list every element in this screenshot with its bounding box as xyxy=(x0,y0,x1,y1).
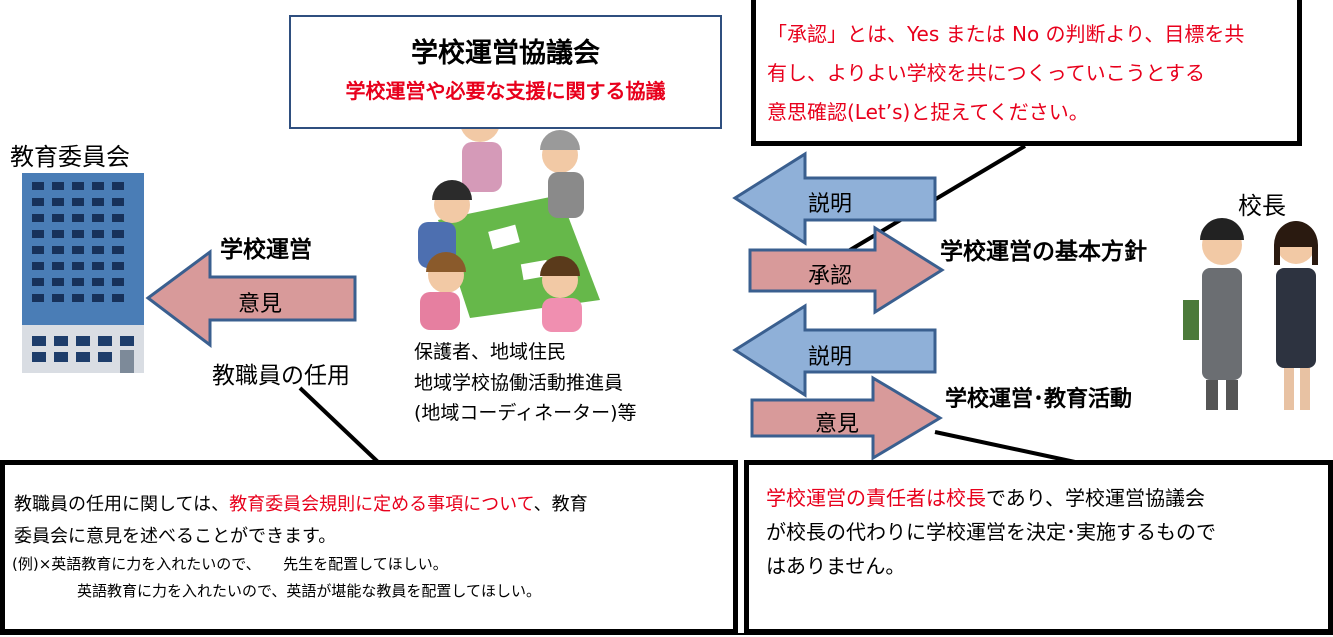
members-line3: (地域コーディネーター)等 xyxy=(414,402,637,424)
responsibility-note-line1-b: であり、学校運営協議会 xyxy=(986,486,1205,510)
building-icon xyxy=(22,173,144,373)
council-box: 学校運営協議会 学校運営や必要な支援に関する協議 xyxy=(289,15,722,129)
callout-line-staff xyxy=(298,386,380,464)
opinion-left-label: 意見 xyxy=(238,292,283,317)
school-activities-label: 学校運営･教育活動 xyxy=(945,387,1133,412)
school-management-label: 学校運営 xyxy=(220,237,312,263)
approval-note-box xyxy=(751,0,1302,146)
staff-appointment-label: 教職員の任用 xyxy=(212,363,350,389)
opinion-arrow-right xyxy=(750,375,943,461)
opinion-right-label: 意見 xyxy=(815,412,860,437)
members-line2: 地域学校協働活動推進員 xyxy=(414,372,624,394)
council-subtitle: 学校運営や必要な支援に関する協議 xyxy=(345,79,666,103)
approval-note-line1: 「承認」とは、Yes または No の判断より、目標を共 xyxy=(767,22,1245,46)
staff-note-line1-b: 、教育 xyxy=(533,494,588,515)
staff-note-line1-red: 教育委員会規則に定める事項について xyxy=(229,494,534,515)
principals-icon xyxy=(1183,218,1318,410)
staff-note-line2: 委員会に意見を述べることができます。 xyxy=(14,526,337,547)
approve-label: 承認 xyxy=(808,264,853,289)
responsibility-note-line1: 学校運営の責任者は校長であり、学校運営協議会 xyxy=(766,482,1205,511)
meeting-people-icon xyxy=(418,98,600,332)
approval-note-line3: 意思確認(Let’s)と捉えてください。 xyxy=(767,100,1089,124)
council-title: 学校運営協議会 xyxy=(411,38,600,69)
responsibility-note-line1-red: 学校運営の責任者は校長 xyxy=(766,486,986,510)
responsibility-note-line3: はありません。 xyxy=(766,554,906,578)
explain-arrow-2 xyxy=(732,303,937,398)
responsibility-note-line2: が校長の代わりに学校運営を決定･実施するもので xyxy=(766,520,1216,544)
approve-arrow xyxy=(748,225,945,315)
callout-line-responsibility xyxy=(934,430,1076,464)
staff-note-line3: (例)×英語教育に力を入れたいので、 先生を配置してほしい。 xyxy=(12,555,448,573)
basic-policy-label: 学校運営の基本方針 xyxy=(940,239,1147,265)
explain-arrow-1 xyxy=(732,151,937,246)
staff-note-box xyxy=(0,460,738,634)
opinion-arrow-left xyxy=(145,249,357,349)
staff-note-line1: 教職員の任用に関しては、教育委員会規則に定める事項について、教育 xyxy=(14,490,588,516)
principal-label: 校長 xyxy=(1238,192,1286,220)
members-line1: 保護者、地域住民 xyxy=(414,341,567,363)
staff-note-line1-a: 教職員の任用に関しては、 xyxy=(14,494,230,515)
explain-label-2: 説明 xyxy=(808,345,853,370)
staff-note-line4: 英語教育に力を入れたいので、英語が堪能な教員を配置してほしい。 xyxy=(77,582,541,600)
explain-label-1: 説明 xyxy=(808,192,853,217)
approval-note-line2: 有し、よりよい学校を共につくっていこうとする xyxy=(767,61,1205,85)
school-board-label: 教育委員会 xyxy=(10,143,130,171)
responsibility-note-box xyxy=(744,460,1333,634)
